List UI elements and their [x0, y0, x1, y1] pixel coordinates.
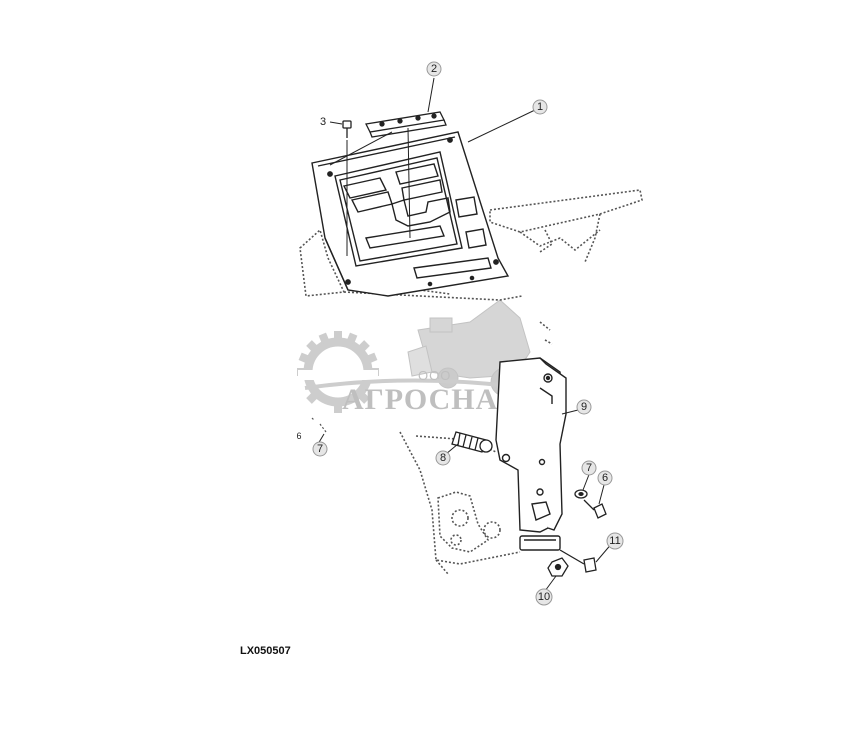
figure-code: LX050507 — [240, 645, 291, 657]
callout-2: 2 — [426, 61, 442, 77]
callout-7-left: 7 — [312, 441, 328, 457]
bracket — [495, 357, 567, 551]
callout-11: 11 — [606, 532, 624, 550]
watermark-prefix: ООО — [418, 368, 451, 383]
callout-8: 8 — [435, 450, 451, 466]
callout-6-right: 6 — [597, 470, 613, 486]
callout-label: 7 — [317, 443, 323, 455]
screw-3 — [342, 120, 352, 256]
left-fragments — [311, 417, 327, 433]
bolt-11 — [559, 549, 597, 573]
callout-label: 7 — [586, 462, 592, 474]
shaft — [451, 431, 493, 453]
callout-7-right: 7 — [581, 460, 597, 476]
callout-1: 1 — [532, 99, 548, 115]
callout-label: 6 — [602, 472, 608, 484]
callout-9: 9 — [576, 399, 592, 415]
gear-icon — [297, 331, 379, 413]
callout-label: 2 — [431, 63, 437, 75]
callout-label: 6 — [296, 431, 301, 441]
callout-6-left: 6 — [296, 431, 301, 441]
callout-label: 8 — [440, 452, 446, 464]
washer-7 — [574, 489, 588, 499]
callout-3: 3 — [320, 116, 326, 128]
callout-10: 10 — [535, 588, 553, 606]
callout-label: 1 — [537, 101, 543, 113]
leader-lines — [317, 77, 614, 592]
watermark-name: АГРОСНАБ — [342, 383, 519, 416]
callout-label: 3 — [320, 116, 326, 128]
callout-label: 10 — [538, 591, 550, 603]
bolt-6 — [583, 499, 607, 519]
nut-10 — [547, 557, 569, 577]
callout-label: 11 — [609, 535, 620, 547]
callout-label: 9 — [581, 401, 587, 413]
trim-strip — [329, 111, 447, 239]
